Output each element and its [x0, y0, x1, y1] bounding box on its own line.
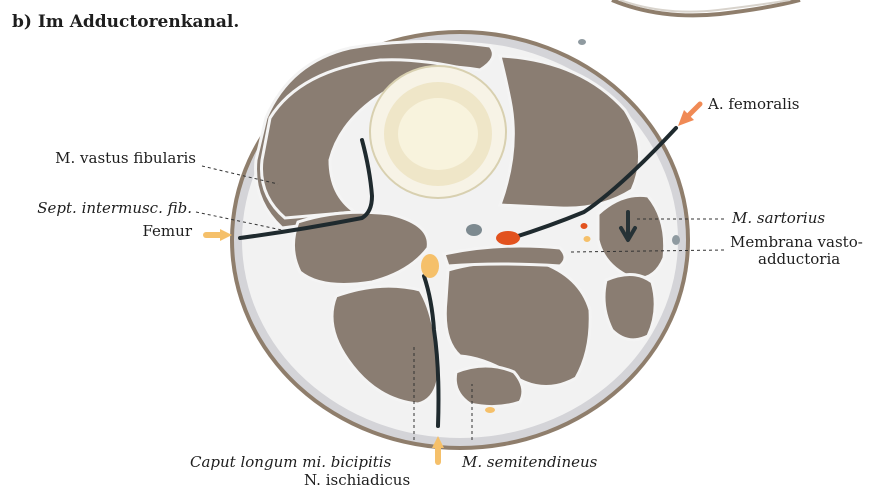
label-n-ischiadicus: N. ischiadicus [304, 472, 410, 489]
small-nerve-posterior [485, 407, 495, 413]
label-m-semitendineus: M. semitendineus [462, 454, 597, 471]
label-membrana-line1: Membrana vasto- [730, 234, 863, 251]
label-vastus-fibularis: M. vastus fibularis [55, 150, 196, 167]
muscle-gracilis [604, 274, 655, 339]
femoral-vein [466, 224, 482, 236]
muscle-semitendineus [455, 366, 523, 407]
label-sept-intermusc: Sept. intermusc. fib. [37, 200, 192, 217]
label-caput-longum: Caput longum mi. bicipitis [190, 454, 391, 471]
small-artery [581, 223, 588, 229]
label-membrana-line2: adductoria [758, 251, 840, 268]
figure-heading: b) Im Adductorenkanal. [12, 14, 239, 31]
label-m-sartorius: M. sartorius [732, 210, 825, 227]
label-a-femoralis: A. femoralis [708, 96, 799, 113]
sciatic-nerve [421, 254, 439, 278]
label-femur: Femur [142, 223, 192, 240]
small-nerve [584, 236, 591, 242]
femoral-artery [496, 231, 520, 245]
